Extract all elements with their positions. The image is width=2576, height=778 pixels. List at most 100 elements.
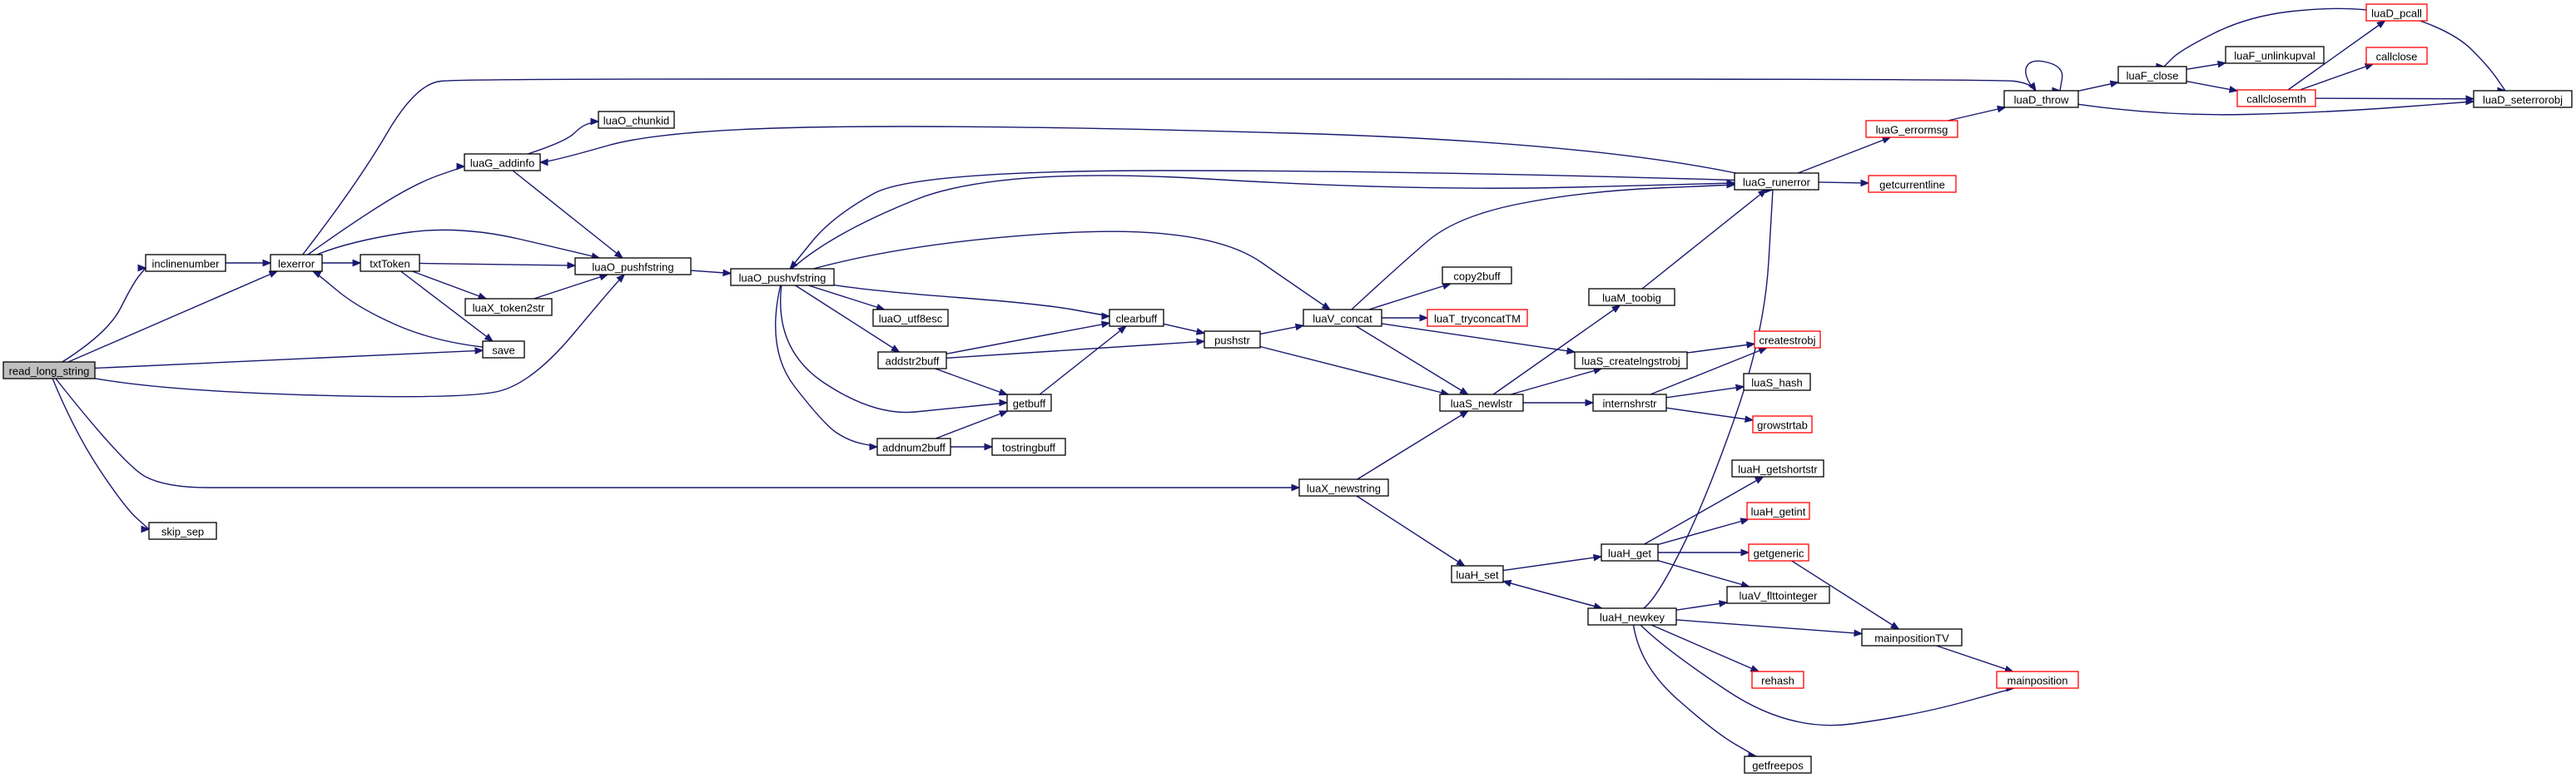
node-luaO_utf8esc[interactable]: luaO_utf8esc: [872, 309, 949, 327]
node-luaS_hash[interactable]: luaS_hash: [1743, 373, 1811, 391]
edge-line: [946, 340, 1205, 359]
node-label: luaH_get: [1608, 548, 1651, 560]
arrowhead: [2216, 60, 2227, 68]
arrowhead: [539, 158, 548, 166]
node-getfreepos[interactable]: getfreepos: [1744, 756, 1812, 774]
node-luaF_close[interactable]: luaF_close: [2117, 66, 2187, 84]
node-luaG_errormsg[interactable]: luaG_errormsg: [1865, 120, 1958, 138]
arrowhead: [1750, 665, 1760, 672]
node-luaH_getshortstr[interactable]: luaH_getshortstr: [1731, 459, 1824, 478]
node-box: [598, 111, 675, 129]
node-label: luaD_throw: [2014, 94, 2069, 107]
node-label: internshrstr: [1602, 398, 1657, 410]
node-luaM_toobig[interactable]: luaM_toobig: [1588, 288, 1675, 306]
node-tostringbuff[interactable]: tostringbuff: [991, 438, 1066, 456]
edge-read_long_string-to-save: [94, 347, 484, 369]
node-box: [148, 522, 217, 540]
node-luaD_pcall[interactable]: luaD_pcall: [2365, 3, 2428, 22]
node-luaX_newstring[interactable]: luaX_newstring: [1298, 478, 1389, 497]
node-copy2buff[interactable]: copy2buff: [1442, 266, 1512, 285]
node-save[interactable]: save: [482, 340, 525, 359]
node-label: mainposition: [2008, 675, 2068, 687]
node-luaD_throw[interactable]: luaD_throw: [2003, 90, 2079, 108]
edge-line: [1657, 560, 1750, 587]
edge-line: [1632, 624, 1757, 757]
node-luaT_tryconcatTM[interactable]: luaT_tryconcatTM: [1427, 309, 1528, 327]
edge-luaH_newkey-to-getfreepos: [1632, 624, 1758, 761]
node-lexerror[interactable]: lexerror: [270, 254, 323, 272]
arrowhead: [1294, 323, 1305, 331]
edge-luaS_newlstr-to-luaM_toobig: [1492, 305, 1621, 395]
arrowhead: [1758, 347, 1768, 354]
node-luaH_newkey[interactable]: luaH_newkey: [1587, 607, 1677, 626]
node-internshrstr[interactable]: internshrstr: [1592, 394, 1667, 412]
node-label: read_long_string: [9, 365, 90, 378]
arrowhead: [1100, 320, 1111, 329]
node-pushstr[interactable]: pushstr: [1204, 330, 1261, 349]
node-clearbuff[interactable]: clearbuff: [1109, 309, 1164, 327]
node-luaO_pushvfstring[interactable]: luaO_pushvfstring: [730, 268, 835, 286]
node-inclinenumber[interactable]: inclinenumber: [145, 254, 226, 272]
edge-line: [1665, 385, 1745, 399]
node-box: [1451, 565, 1504, 583]
node-luaO_chunkid[interactable]: luaO_chunkid: [598, 111, 675, 129]
node-label: getgeneric: [1754, 548, 1804, 560]
node-rehash[interactable]: rehash: [1751, 671, 1804, 689]
node-luaS_createlngstrobj[interactable]: luaS_createlngstrobj: [1574, 351, 1688, 369]
arrowhead: [1101, 312, 1111, 320]
node-callclosemth[interactable]: callclosemth: [2236, 89, 2316, 107]
arrowhead: [1611, 305, 1621, 314]
node-luaX_token2str[interactable]: luaX_token2str: [464, 298, 553, 316]
node-box: [1298, 478, 1389, 497]
edge-txtToken-to-luaO_pushfstring: [419, 261, 577, 270]
node-label: copy2buff: [1453, 270, 1501, 283]
node-luaG_runerror[interactable]: luaG_runerror: [1734, 172, 1819, 191]
arrowhead: [1585, 399, 1595, 407]
edge-luaO_pushvfstring-to-getbuff: [780, 285, 1009, 414]
node-label: luaG_errormsg: [1876, 124, 1948, 136]
edge-line: [833, 284, 1110, 317]
node-luaH_set[interactable]: luaH_set: [1451, 565, 1504, 583]
node-skip_sep[interactable]: skip_sep: [148, 522, 217, 540]
edge-line: [55, 378, 1299, 488]
node-addnum2buff[interactable]: addnum2buff: [876, 438, 951, 456]
node-luaV_concat[interactable]: luaV_concat: [1303, 309, 1382, 327]
edge-luaG_errormsg-to-luaD_throw: [1948, 105, 2007, 121]
arrowhead: [1757, 189, 1768, 198]
node-luaG_addinfo[interactable]: luaG_addinfo: [464, 153, 541, 171]
node-callclose[interactable]: callclose: [2365, 47, 2428, 65]
node-getcurrentline[interactable]: getcurrentline: [1868, 175, 1957, 193]
node-luaH_get[interactable]: luaH_get: [1601, 543, 1659, 562]
edge-line: [534, 274, 608, 300]
arrowhead: [1744, 415, 1755, 423]
node-luaH_getint[interactable]: luaH_getint: [1746, 502, 1810, 520]
node-growstrtab[interactable]: growstrtab: [1752, 415, 1813, 434]
node-luaF_unlinkupval[interactable]: luaF_unlinkupval: [2225, 46, 2325, 64]
edge-luaH_newkey-to-luaV_flttointeger: [1675, 600, 1729, 611]
node-box: [1996, 671, 2079, 689]
node-mainposition[interactable]: mainposition: [1996, 671, 2079, 689]
node-read_long_string[interactable]: read_long_string: [2, 361, 96, 379]
edge-pushstr-to-luaV_concat: [1259, 323, 1305, 335]
node-luaS_newlstr[interactable]: luaS_newlstr: [1439, 394, 1524, 412]
node-txtToken[interactable]: txtToken: [360, 254, 420, 272]
node-getgeneric[interactable]: getgeneric: [1748, 543, 1809, 562]
node-luaO_pushfstring[interactable]: luaO_pushfstring: [574, 257, 692, 275]
node-luaD_seterrorobj[interactable]: luaD_seterrorobj: [2473, 90, 2573, 108]
edge-clearbuff-to-pushstr: [1163, 323, 1206, 335]
edge-line: [2025, 60, 2063, 92]
edge-pushstr-to-luaS_newlstr: [1259, 345, 1450, 396]
node-mainpositionTV[interactable]: mainpositionTV: [1861, 628, 1963, 647]
arrowhead: [1459, 387, 1469, 395]
node-addstr2buff[interactable]: addstr2buff: [877, 351, 947, 369]
edge-luaG_runerror-to-luaO_pushvfstring: [789, 170, 1735, 270]
node-box: [1754, 330, 1821, 349]
node-getbuff[interactable]: getbuff: [1006, 394, 1052, 412]
node-box: [2236, 89, 2316, 107]
node-label: getfreepos: [1752, 760, 1804, 772]
edge-luaS_createlngstrobj-to-createstrobj: [1686, 341, 1756, 354]
node-createstrobj[interactable]: createstrobj: [1754, 330, 1821, 349]
edge-callclosemth-to-luaD_pcall: [2287, 20, 2386, 91]
node-luaV_flttointeger[interactable]: luaV_flttointeger: [1726, 586, 1830, 604]
